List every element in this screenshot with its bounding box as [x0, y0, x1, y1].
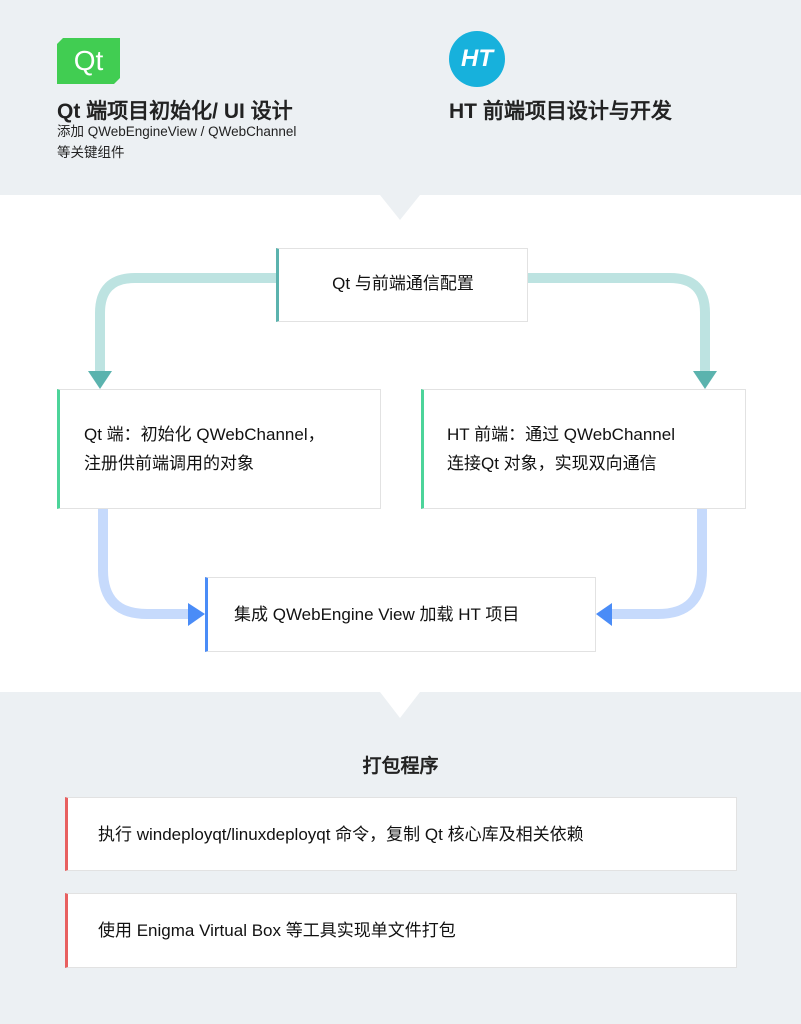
- packaging-step-label: 执行 windeployqt/linuxdeployqt 命令，复制 Qt 核心…: [98, 824, 584, 844]
- arrowhead-bottom-left: [188, 603, 205, 626]
- packaging-step: 使用 Enigma Virtual Box 等工具实现单文件打包: [65, 893, 737, 968]
- notch-top: [380, 195, 420, 220]
- qt-logo: Qt: [57, 38, 120, 84]
- config-box: Qt 与前端通信配置: [276, 248, 528, 322]
- qt-side-line2: 注册供前端调用的对象: [84, 454, 254, 473]
- connector-bottom-left: [98, 509, 190, 619]
- connector-left: [95, 273, 276, 372]
- ht-side-line2: 连接Qt 对象，实现双向通信: [447, 454, 657, 473]
- qt-side-line1: Qt 端：初始化 QWebChannel，: [84, 425, 325, 444]
- connector-right: [527, 273, 710, 372]
- qt-sub-line1: 添加 QWebEngineView / QWebChannel: [57, 124, 297, 139]
- arrowhead-left: [88, 371, 112, 389]
- connector-bottom-right: [612, 509, 707, 619]
- packaging-step-label: 使用 Enigma Virtual Box 等工具实现单文件打包: [98, 921, 456, 940]
- ht-title: HT 前端项目设计与开发: [449, 100, 672, 123]
- arrowhead-bottom-right: [596, 603, 612, 626]
- qt-side-box: Qt 端：初始化 QWebChannel， 注册供前端调用的对象: [57, 389, 381, 509]
- integrate-box: 集成 QWebEngine View 加载 HT 项目: [205, 577, 596, 652]
- packaging-step: 执行 windeployqt/linuxdeployqt 命令，复制 Qt 核心…: [65, 797, 737, 871]
- integrate-label: 集成 QWebEngine View 加载 HT 项目: [234, 605, 520, 624]
- qt-title: Qt 端项目初始化/ UI 设计: [57, 100, 293, 123]
- config-label: Qt 与前端通信配置: [332, 273, 474, 293]
- ht-side-line1: HT 前端：通过 QWebChannel: [447, 425, 675, 444]
- arrowhead-right: [693, 371, 717, 389]
- qt-sub-line2: 等关键组件: [57, 145, 125, 160]
- notch-bottom: [380, 692, 420, 718]
- ht-side-box: HT 前端：通过 QWebChannel 连接Qt 对象，实现双向通信: [421, 389, 746, 509]
- packaging-title: 打包程序: [362, 756, 439, 777]
- ht-logo: HT: [449, 31, 505, 87]
